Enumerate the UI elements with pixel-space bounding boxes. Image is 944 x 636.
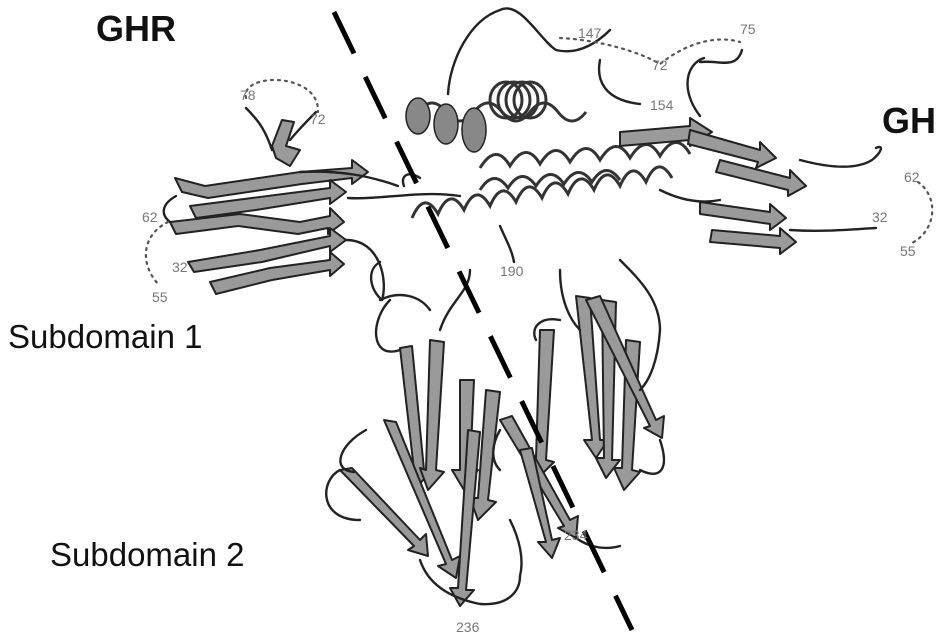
residue-label-55-ghr: 55	[152, 289, 168, 305]
residue-label-72-gh: 72	[652, 57, 668, 73]
residue-label-62-gh: 62	[904, 169, 920, 185]
residue-label-234: 234	[564, 527, 588, 543]
gh-helix-bundle	[403, 8, 712, 262]
residue-label-154: 154	[650, 97, 674, 113]
residue-label-32-ghr: 32	[172, 259, 188, 275]
gh-right-region	[660, 50, 881, 254]
residue-label-78: 78	[240, 87, 256, 103]
subdomain2-label: Subdomain 2	[50, 536, 244, 574]
helix-1	[406, 98, 586, 152]
subdomain1-label: Subdomain 1	[8, 318, 202, 356]
helix-3	[412, 167, 672, 218]
residue-label-147: 147	[578, 25, 602, 41]
residue-label-32-gh: 32	[872, 209, 888, 225]
residue-label-190: 190	[500, 263, 524, 279]
residue-label-75: 75	[740, 21, 756, 37]
helix-end-on	[490, 82, 546, 118]
ghr-subdomain1-strands	[164, 108, 460, 300]
residue-label-55-gh: 55	[900, 243, 916, 259]
residue-label-72-ghr: 72	[310, 111, 326, 127]
residue-label-62-ghr: 62	[142, 209, 158, 225]
ghr-subdomain2-strands	[340, 296, 664, 606]
gh-label: GH	[882, 100, 936, 142]
residue-label-236: 236	[456, 619, 480, 635]
ghr-label: GHR	[96, 8, 176, 50]
helix-2	[480, 118, 712, 168]
